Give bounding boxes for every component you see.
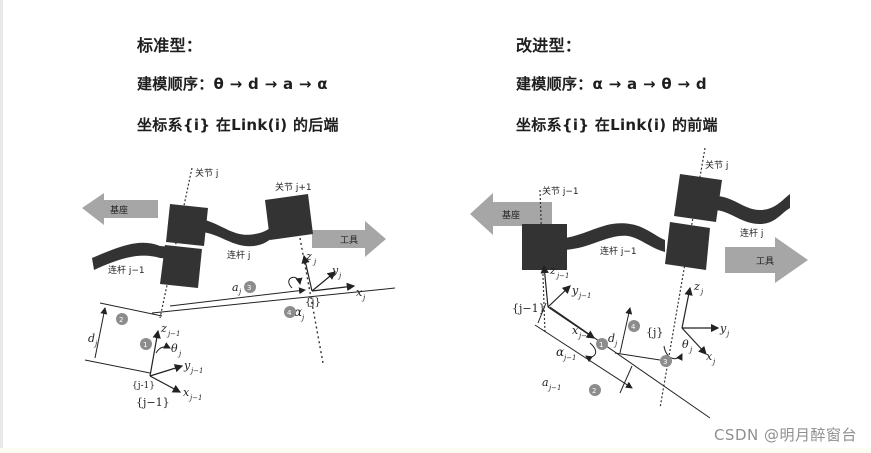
- svg-text:x: x: [183, 386, 190, 399]
- svg-text:z: z: [549, 264, 556, 277]
- joint-j-upper-block: [674, 174, 722, 222]
- modified-dh-frame-position: 坐标系{i} 在Link(i) 的前端: [516, 116, 718, 134]
- modified-dh-order: 建模顺序：α → a → θ → d: [516, 75, 707, 93]
- base-label: 基座: [110, 204, 128, 216]
- svg-text:z: z: [693, 280, 700, 293]
- svg-text:4: 4: [631, 323, 636, 331]
- svg-text:z: z: [160, 322, 167, 335]
- step-markers: 1 2 3 4: [116, 281, 296, 350]
- joint-j-upper-block: [166, 204, 208, 246]
- frame-j-minus-1: z j−1 θ j y j−1 x j−1 {j-1} {j−1}: [132, 322, 204, 409]
- svg-text:j: j: [93, 340, 98, 348]
- svg-text:工具: 工具: [756, 256, 774, 267]
- frame-j-minus-1-label: {j−1}: [136, 396, 170, 409]
- svg-text:j: j: [312, 258, 317, 266]
- svg-text:j−1: j−1: [547, 384, 562, 392]
- frame-j: z j y j x j {j}: [288, 250, 366, 308]
- svg-text:j: j: [337, 272, 342, 280]
- svg-text:j: j: [361, 294, 366, 302]
- joint-j-minus-1-label: 关节 j−1: [542, 185, 579, 197]
- joint-j-plus-1-block: [265, 194, 313, 240]
- svg-text:y: y: [331, 264, 339, 277]
- param-theta-label: θ: [171, 342, 178, 355]
- standard-dh-diagram: 基座 工具 关节 j 关节 j+1 连杆 j−1 连杆 j z j y j x …: [60, 148, 405, 413]
- link-j-minus-1: [565, 223, 665, 252]
- frame-j-minus-1-origin-label: {j-1}: [132, 381, 155, 391]
- tool-arrow: 工具: [725, 237, 808, 283]
- svg-text:y: y: [571, 284, 579, 297]
- param-a-label: a: [542, 376, 549, 389]
- param-alpha-label: α: [556, 345, 564, 359]
- base-arrow: 基座: [82, 193, 158, 225]
- frame-j-minus-1-label: {j−1}: [512, 302, 546, 315]
- joint-j-plus-1-label: 关节 j+1: [275, 181, 312, 193]
- step-markers: 1 2 3 4: [589, 320, 672, 396]
- tool-arrow: 工具: [312, 221, 386, 257]
- svg-text:j−1: j−1: [166, 330, 181, 338]
- bottom-strip: [0, 448, 871, 453]
- svg-text:j: j: [237, 288, 242, 296]
- svg-text:x: x: [356, 286, 363, 299]
- link-j-minus-1-label: 连杆 j−1: [108, 264, 145, 276]
- svg-text:j: j: [725, 330, 730, 338]
- param-d-label: d: [88, 332, 95, 345]
- left-border: [0, 0, 3, 453]
- tool-label: 工具: [340, 235, 358, 246]
- link-j-label: 连杆 j: [227, 249, 250, 261]
- svg-text:j−1: j−1: [188, 394, 203, 402]
- frame-j-minus-1: z j−1 y j−1 x j−1 {j−1}: [512, 264, 597, 363]
- svg-text:j−1: j−1: [555, 272, 570, 280]
- svg-text:2: 2: [592, 387, 596, 395]
- csdn-watermark: CSDN @明月醉窗台: [713, 426, 857, 444]
- svg-text:4: 4: [287, 309, 292, 317]
- svg-text:3: 3: [663, 358, 667, 366]
- standard-dh-order: 建模顺序：θ → d → a → α: [137, 75, 328, 93]
- svg-text:2: 2: [119, 316, 123, 324]
- modified-dh-title: 改进型：: [516, 36, 582, 55]
- svg-text:基座: 基座: [502, 209, 520, 221]
- svg-text:x: x: [572, 324, 579, 337]
- standard-dh-frame-position: 坐标系{i} 在Link(i) 的后端: [137, 116, 339, 134]
- joint-j-label: 关节 j: [705, 159, 728, 171]
- svg-text:3: 3: [247, 284, 251, 292]
- svg-text:1: 1: [599, 341, 603, 349]
- svg-text:j: j: [711, 358, 716, 366]
- standard-dh-title: 标准型：: [137, 36, 203, 55]
- frame-j-label: {j}: [305, 297, 321, 308]
- svg-text:j: j: [300, 314, 305, 322]
- param-alpha-label: α: [294, 305, 302, 319]
- svg-text:j: j: [699, 288, 704, 296]
- link-j: [203, 218, 286, 247]
- svg-text:j−1: j−1: [562, 354, 577, 362]
- svg-text:z: z: [305, 250, 312, 263]
- svg-text:1: 1: [143, 341, 147, 349]
- svg-text:y: y: [183, 359, 191, 372]
- svg-text:y: y: [719, 322, 727, 335]
- frame-j-label: {j}: [646, 326, 663, 339]
- param-a-label: a: [232, 281, 239, 294]
- joint-j-minus-1-block: [522, 224, 567, 270]
- frame-j: z j y j x j θ j {j}: [646, 280, 730, 366]
- svg-text:j−1: j−1: [189, 367, 204, 375]
- link-j-minus-1-label: 连杆 j−1: [600, 245, 637, 257]
- param-theta-label: θ: [682, 338, 689, 351]
- link-j: [716, 194, 790, 224]
- svg-text:j−1: j−1: [577, 332, 592, 340]
- param-d-label: d: [608, 332, 615, 345]
- svg-text:x: x: [706, 350, 713, 363]
- svg-text:j−1: j−1: [577, 292, 592, 300]
- link-j-minus-1: [92, 242, 185, 270]
- link-j-label: 连杆 j: [740, 227, 763, 239]
- joint-j-label: 关节 j: [195, 167, 218, 179]
- svg-text:j: j: [688, 346, 693, 354]
- svg-text:j: j: [613, 340, 618, 348]
- svg-text:j: j: [177, 350, 182, 358]
- modified-dh-diagram: 基座 工具 关节 j−1 关节 j 连杆 j−1 连杆 j z j−1 y j−…: [460, 148, 830, 433]
- joint-j-lower-block: [665, 222, 710, 270]
- joint-j-lower-block: [160, 245, 202, 288]
